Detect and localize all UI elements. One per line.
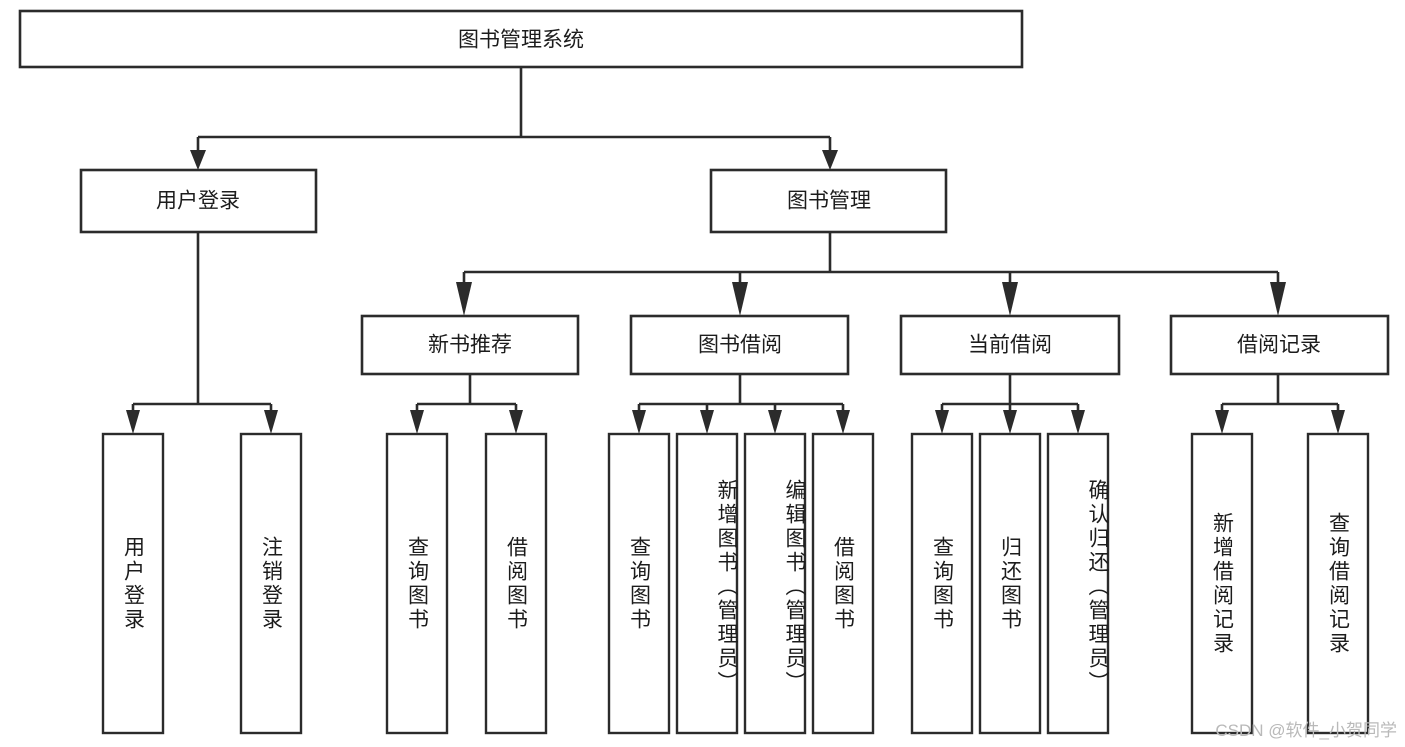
leaf-box-query-book-1[interactable] xyxy=(385,432,449,735)
arrow-leaf-query-record xyxy=(1331,410,1345,434)
arrow-leaf-edit-book xyxy=(768,410,782,434)
arrow-leaf-confirm-return xyxy=(1071,410,1085,434)
node-root-box[interactable] xyxy=(18,9,1024,69)
leaf-box-add-book[interactable] xyxy=(675,432,739,735)
arrow-to-borrow-record xyxy=(1270,282,1286,316)
arrow-to-user-login xyxy=(190,150,206,170)
arrow-leaf-user-login xyxy=(126,410,140,434)
leaf-box-return-book[interactable] xyxy=(978,432,1042,735)
arrow-leaf-query-book-2 xyxy=(632,410,646,434)
node-current-borrow-label: 当前借阅 xyxy=(968,334,1052,357)
arrow-to-current-borrow xyxy=(1002,282,1018,316)
node-book-mgmt-box[interactable] xyxy=(709,168,948,234)
leaf-box-user-login[interactable] xyxy=(101,432,165,735)
csdn-watermark: CSDN @软件_小贺同学 xyxy=(1215,721,1397,740)
node-borrow-record-label: 借阅记录 xyxy=(1237,334,1321,357)
leaf-box-edit-book[interactable] xyxy=(743,432,807,735)
leaf-box-add-record[interactable] xyxy=(1190,432,1254,735)
arrow-leaf-borrow-book-1 xyxy=(509,410,523,434)
leaf-box-query-book-2[interactable] xyxy=(607,432,671,735)
arrow-leaf-query-book-3 xyxy=(935,410,949,434)
leaf-box-query-record[interactable] xyxy=(1306,432,1370,735)
node-book-borrow-box[interactable] xyxy=(629,314,850,376)
leaf-box-logout[interactable] xyxy=(239,432,303,735)
arrow-to-book-borrow xyxy=(732,282,748,316)
leaf-box-borrow-book-1[interactable] xyxy=(484,432,548,735)
node-root-label: 图书管理系统 xyxy=(458,29,584,52)
arrow-leaf-add-record xyxy=(1215,410,1229,434)
arrow-leaf-query-book-1 xyxy=(410,410,424,434)
node-book-borrow-label: 图书借阅 xyxy=(698,334,782,357)
node-book-mgmt-label: 图书管理 xyxy=(787,190,871,213)
leaf-box-borrow-book-2[interactable] xyxy=(811,432,875,735)
edges-layer xyxy=(126,67,1345,434)
node-user-login-box[interactable] xyxy=(79,168,318,234)
arrow-to-book-mgmt xyxy=(822,150,838,170)
nodes-layer: 图书管理系统 用户登录 图书管理 新书推荐 图书借阅 当前借阅 借阅记录 xyxy=(18,9,1390,735)
arrow-to-new-book xyxy=(456,282,472,316)
node-new-book-label: 新书推荐 xyxy=(428,334,512,357)
leaf-box-confirm-return[interactable] xyxy=(1046,432,1110,735)
arrow-leaf-add-book xyxy=(700,410,714,434)
arrow-leaf-borrow-book-2 xyxy=(836,410,850,434)
node-user-login-label: 用户登录 xyxy=(156,190,240,213)
leaf-box-query-book-3[interactable] xyxy=(910,432,974,735)
node-new-book-box[interactable] xyxy=(360,314,580,376)
arrow-leaf-return-book xyxy=(1003,410,1017,434)
node-borrow-record-box[interactable] xyxy=(1169,314,1390,376)
arrow-leaf-logout xyxy=(264,410,278,434)
node-current-borrow-box[interactable] xyxy=(899,314,1121,376)
